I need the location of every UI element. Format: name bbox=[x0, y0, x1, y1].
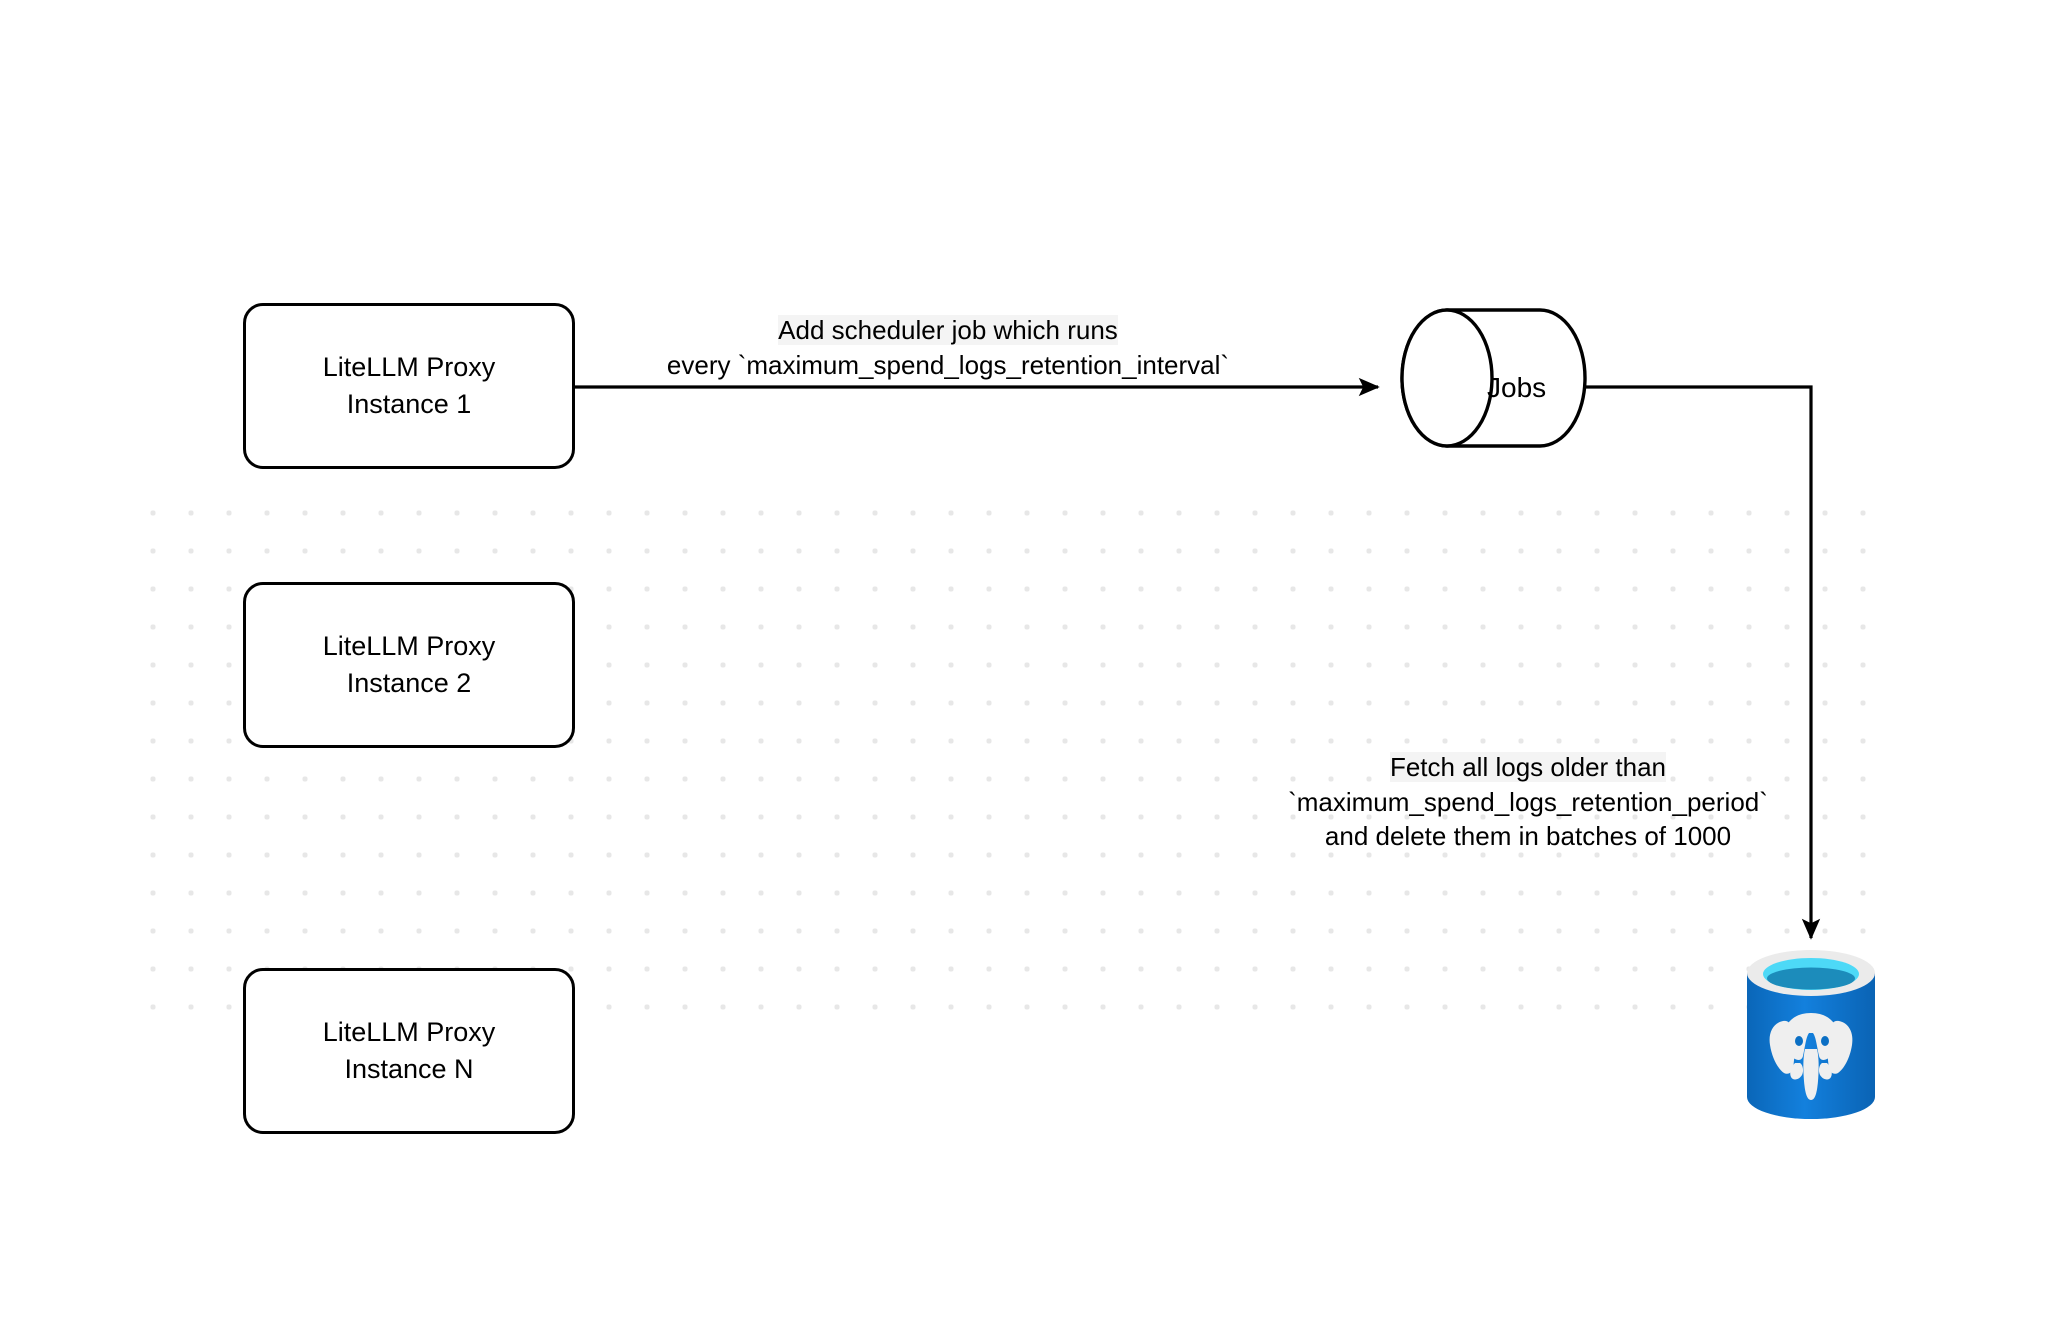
edge-label-scheduler: Add scheduler job which runs every `maxi… bbox=[618, 313, 1278, 382]
edge-label-line1: Add scheduler job which runs bbox=[778, 315, 1118, 345]
edge-label-line2: every `maximum_spend_logs_retention_inte… bbox=[666, 349, 1230, 380]
node-label-line2: Instance 1 bbox=[346, 389, 472, 419]
node-litellm-proxy-instance-2[interactable]: LiteLLM Proxy Instance 2 bbox=[243, 582, 575, 748]
edge-label-cleanup: Fetch all logs older than `maximum_spend… bbox=[1248, 750, 1808, 854]
edge-label-line1: Fetch all logs older than bbox=[1389, 752, 1667, 782]
edge-jobs-to-database bbox=[1585, 385, 1821, 940]
node-litellm-proxy-instance-1[interactable]: LiteLLM Proxy Instance 1 bbox=[243, 303, 575, 469]
node-jobs-label: Jobs bbox=[1487, 372, 1547, 403]
postgresql-database-icon[interactable] bbox=[1743, 945, 1879, 1127]
elephant-eyes bbox=[1795, 1036, 1829, 1046]
node-label-line1: LiteLLM Proxy bbox=[322, 352, 496, 383]
elephant-logo bbox=[1769, 1013, 1853, 1100]
node-litellm-proxy-instance-n[interactable]: LiteLLM Proxy Instance N bbox=[243, 968, 575, 1134]
edge-label-line3: and delete them in batches of 1000 bbox=[1324, 821, 1732, 852]
jobs-cylinder bbox=[1400, 308, 1587, 448]
node-label-line1: LiteLLM Proxy bbox=[322, 1017, 496, 1048]
node-label-line1: LiteLLM Proxy bbox=[322, 631, 496, 662]
node-label-line2: Instance N bbox=[344, 1054, 474, 1084]
edge-label-line2: `maximum_spend_logs_retention_period` bbox=[1288, 786, 1768, 817]
node-label-line2: Instance 2 bbox=[346, 668, 472, 698]
